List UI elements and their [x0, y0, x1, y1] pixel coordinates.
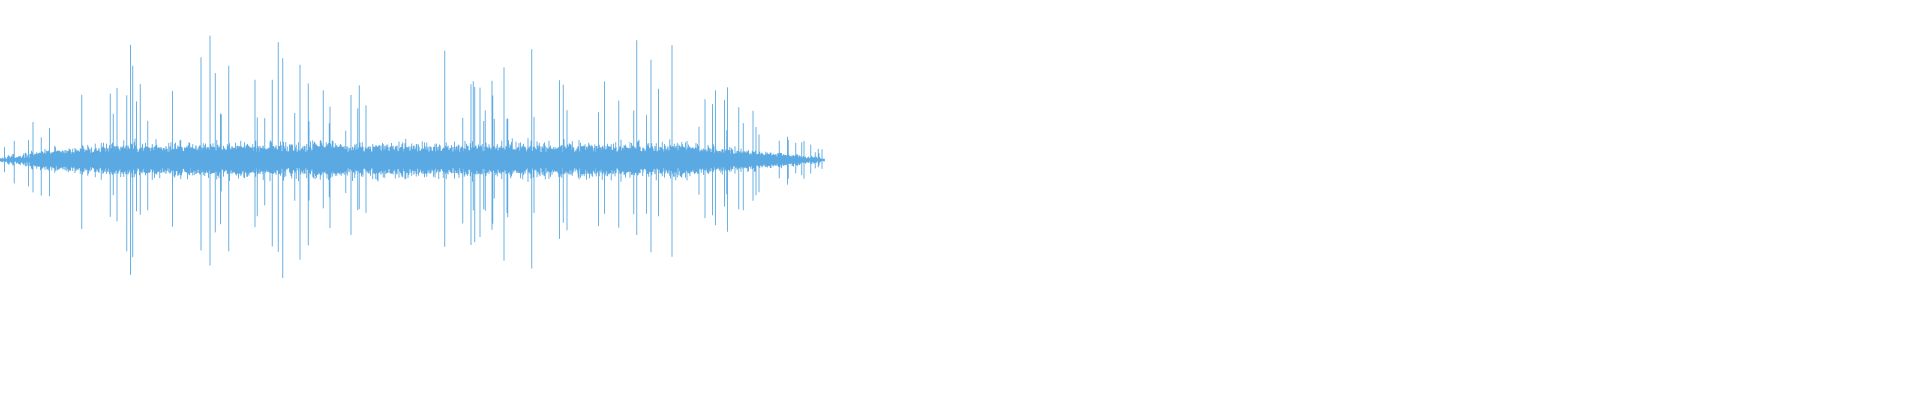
waveform-samples: [0, 35, 825, 278]
